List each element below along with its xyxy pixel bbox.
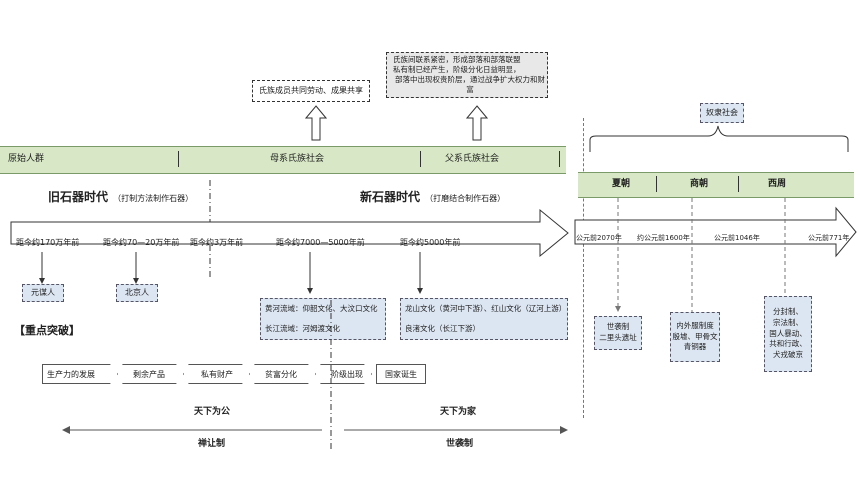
- flow-step-4: 贫富分化: [254, 364, 316, 384]
- matriarchal-culture-2: 长江流域：河姆渡文化: [265, 323, 340, 333]
- slave-society-box: 奴隶社会: [700, 103, 744, 123]
- site-yuanmou-label: 元谋人: [31, 287, 55, 297]
- slave-society-brace: [589, 125, 849, 152]
- site-peking-label: 北京人: [125, 287, 149, 297]
- labor-note-box: 氏族成员共同劳动、成果共享: [252, 80, 370, 102]
- timeline-arrow: [10, 208, 569, 258]
- shang-note-2: 殷墟、甲骨文: [672, 331, 718, 341]
- right-date-3: 公元前1046年: [714, 234, 760, 242]
- band-divider-1: [178, 151, 179, 167]
- center-divider: [330, 300, 332, 450]
- band-patriarchal: 父系氏族社会: [445, 154, 500, 164]
- dynasty-shang: 商朝: [690, 179, 709, 189]
- band-divider-3: [559, 151, 560, 167]
- dynasty-band: [578, 172, 854, 198]
- dynasty-xia: 夏朝: [612, 179, 631, 189]
- right-drop-lines: [615, 198, 786, 312]
- slave-society-label: 奴隶社会: [706, 107, 738, 117]
- flow-step-3: 私有财产: [188, 364, 250, 384]
- zhou-note-box: 分封制、 宗法制、 国人暴动、 共和行政、 犬戎破京: [764, 296, 812, 372]
- zhou-note-5: 犬戎破京: [773, 350, 803, 360]
- zhou-note-3: 国人暴动、: [769, 328, 807, 338]
- up-arrow-right: [466, 105, 488, 141]
- key-title: 【重点突破】: [14, 324, 80, 337]
- site-yuanmou: 元谋人: [22, 284, 64, 302]
- tribe-line-2: 私有制已经产生，阶级分化日益明显，: [393, 64, 521, 74]
- xia-note-1: 世袭制: [606, 322, 630, 332]
- society-band: [0, 146, 566, 174]
- labor-note-text: 氏族成员共同劳动、成果共享: [259, 85, 363, 95]
- timeline-label-3: 距今约3万年前: [190, 238, 244, 247]
- site-connectors: [39, 252, 423, 294]
- right-date-4: 公元前771年: [808, 234, 850, 242]
- timeline-label-4: 距今约7000—5000年前: [276, 238, 365, 247]
- band-matriarchal: 母系氏族社会: [270, 154, 325, 164]
- paleolithic-note: （打制方法制作石器）: [113, 194, 194, 203]
- tribe-line-3: 部落中出现权贵阶层，通过战争扩大权力和财富: [395, 75, 545, 95]
- dynasty-western-zhou: 西周: [768, 179, 787, 189]
- shang-note-box: 内外服制度 殷墟、甲骨文 青铜器: [670, 312, 720, 362]
- right-timeline-arrow: [574, 206, 857, 258]
- xia-note-box: 世袭制 二里头遗址: [594, 316, 642, 350]
- zhou-note-1: 分封制、: [773, 306, 803, 316]
- zhou-note-2: 宗法制、: [773, 317, 803, 327]
- shang-note-1: 内外服制度: [676, 320, 714, 330]
- band-divider-2: [420, 151, 421, 167]
- neolithic-title: 新石器时代 （打磨结合制作石器）: [360, 186, 505, 205]
- dynasty-divider-1: [656, 176, 657, 192]
- neolithic-label: 新石器时代: [360, 190, 421, 204]
- paleolithic-label: 旧石器时代: [48, 190, 109, 204]
- right-top-label: 天下为家: [440, 407, 477, 417]
- left-top-label: 天下为公: [194, 407, 231, 417]
- patriarchal-culture-2: 良渚文化（长江下游）: [405, 323, 480, 333]
- left-bottom-label: 禅让制: [198, 439, 226, 449]
- matriarchal-culture-1: 黄河流域：仰韶文化、大汶口文化: [265, 303, 378, 313]
- right-date-2: 约公元前1600年: [637, 234, 690, 242]
- xia-note-2: 二里头遗址: [599, 333, 637, 342]
- tribe-line-1: 氏族间联系紧密，形成部落和部落联盟: [393, 54, 521, 64]
- flow-step-1: 生产力的发展: [42, 364, 118, 384]
- dynasty-divider-2: [738, 176, 739, 192]
- right-date-1: 公元前2070年: [576, 234, 622, 242]
- site-peking: 北京人: [116, 284, 158, 302]
- band-primitive: 原始人群: [8, 154, 45, 164]
- timeline-label-5: 距今约5000年前: [400, 238, 461, 247]
- right-section-border: [583, 118, 584, 418]
- paleolithic-title: 旧石器时代 （打制方法制作石器）: [48, 186, 193, 205]
- zhou-note-4: 共和行政、: [769, 339, 807, 349]
- timeline-label-2: 距今约70—20万年前: [103, 238, 180, 247]
- patriarchal-culture-1: 龙山文化（黄河中下游）、红山文化（辽河上游）: [405, 303, 567, 313]
- era-divider: [209, 180, 211, 280]
- patriarchal-cultures-box: 龙山文化（黄河中下游）、红山文化（辽河上游） 良渚文化（长江下游）: [400, 298, 568, 340]
- bottom-arrows: [62, 426, 568, 434]
- flow-step-6: 国家诞生: [376, 364, 426, 384]
- right-bottom-label: 世袭制: [446, 439, 474, 449]
- flow-step-5: 阶级出现: [320, 364, 372, 384]
- flow-step-2: 剩余产品: [122, 364, 184, 384]
- neolithic-note: （打磨结合制作石器）: [425, 194, 506, 203]
- shang-note-3: 青铜器: [683, 342, 707, 352]
- up-arrow-left: [305, 105, 327, 141]
- matriarchal-cultures-box: 黄河流域：仰韶文化、大汶口文化 长江流域：河姆渡文化: [260, 298, 386, 340]
- timeline-label-1: 距今约170万年前: [16, 238, 80, 247]
- tribe-note-box: 氏族间联系紧密，形成部落和部落联盟 私有制已经产生，阶级分化日益明显， 部落中出…: [386, 52, 548, 98]
